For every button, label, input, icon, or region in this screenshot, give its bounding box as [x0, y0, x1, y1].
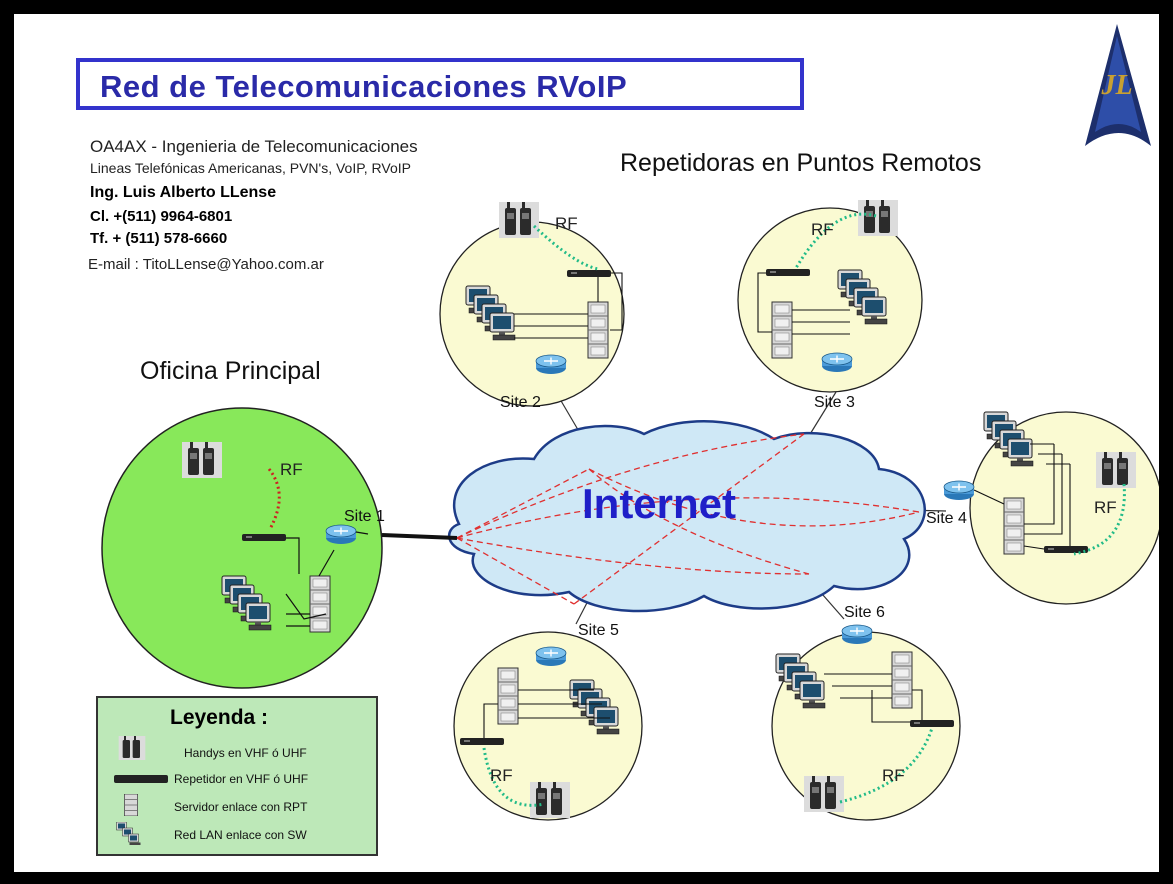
network-diagram: JL	[101, 24, 1159, 821]
site4-label: Site 4	[926, 510, 967, 527]
server-icon	[124, 794, 138, 816]
legend-title: Leyenda :	[170, 706, 269, 729]
site3-repeater	[766, 269, 810, 276]
site1-label: Site 1	[344, 508, 385, 525]
site4-radios	[1096, 452, 1136, 488]
site5-radios	[530, 782, 570, 818]
site5-server	[497, 667, 519, 725]
site4-server	[1003, 497, 1025, 555]
main-office-repeater	[242, 534, 286, 541]
internet-cloud	[447, 420, 926, 613]
remote-section-label: Repetidoras en Puntos Remotos	[620, 149, 982, 177]
site5-label: Site 5	[578, 622, 619, 639]
main-office-label: Oficina Principal	[140, 357, 321, 385]
lan-computers-icon	[116, 822, 141, 845]
legend-label-server: Servidor enlace con RPT	[174, 800, 308, 814]
rf-label-site4: RF	[1094, 498, 1117, 517]
rf-label-site6: RF	[882, 766, 905, 785]
rf-label-site2: RF	[555, 214, 578, 233]
site2-repeater	[567, 270, 611, 277]
site2-server	[587, 301, 609, 359]
site6-radios	[804, 776, 844, 812]
svg-text:JL: JL	[1100, 70, 1132, 101]
rf-label-main: RF	[280, 460, 303, 479]
main-office-circle	[101, 407, 383, 689]
company-name: OA4AX - Ingenieria de Telecomunicaciones	[90, 137, 418, 156]
services-line: Lineas Telefónicas Americanas, PVN's, Vo…	[90, 160, 411, 176]
site3-label: Site 3	[814, 394, 855, 411]
site6-label: Site 6	[844, 604, 885, 621]
site2-router	[535, 354, 567, 375]
site2-label: Site 2	[500, 394, 541, 411]
site6-router	[841, 624, 873, 645]
vpn-tunnels	[456, 433, 920, 605]
main-office-server	[309, 575, 331, 633]
main-office-router	[325, 524, 357, 545]
site1-uplink	[381, 533, 458, 540]
handy-radio-icon	[118, 736, 146, 760]
engineer-name: Ing. Luis Alberto LLense	[90, 184, 277, 201]
company-logo: JL	[1085, 24, 1151, 146]
legend-label-handys: Handys en VHF ó UHF	[184, 746, 307, 760]
cell-phone: Cl. +(511) 9964-6801	[90, 208, 233, 225]
site3-router	[821, 352, 853, 373]
site4-router	[943, 480, 975, 501]
site3-radios	[858, 200, 898, 236]
repeater-icon	[114, 775, 168, 783]
site6-server	[891, 651, 913, 709]
title-box: Red de Telecomunicaciones RVoIP	[76, 58, 804, 110]
main-office-radios	[182, 442, 222, 478]
site2-radios	[499, 202, 539, 238]
email-address: E-mail : TitoLLense@Yahoo.com.ar	[88, 256, 324, 273]
site5-repeater	[460, 738, 504, 745]
legend-label-repeater: Repetidor en VHF ó UHF	[174, 772, 309, 786]
site4-circle	[969, 411, 1159, 605]
site3-server	[771, 301, 793, 359]
page-title: Red de Telecomunicaciones RVoIP	[100, 69, 628, 104]
office-phone: Tf. + (511) 578-6660	[90, 230, 228, 247]
site6-repeater	[910, 720, 954, 727]
slide: JL Red de Telecomunicaciones RVoIP OA4AX…	[14, 14, 1159, 872]
site4-repeater	[1044, 546, 1088, 553]
internet-label: Internet	[582, 480, 737, 527]
rf-label-site3: RF	[811, 220, 834, 239]
legend-box: Leyenda : Handys en VHF ó UHF Repetidor …	[96, 696, 378, 856]
site5-router	[535, 646, 567, 667]
legend-label-lan: Red LAN enlace con SW	[174, 828, 307, 842]
rf-label-site5: RF	[490, 766, 513, 785]
